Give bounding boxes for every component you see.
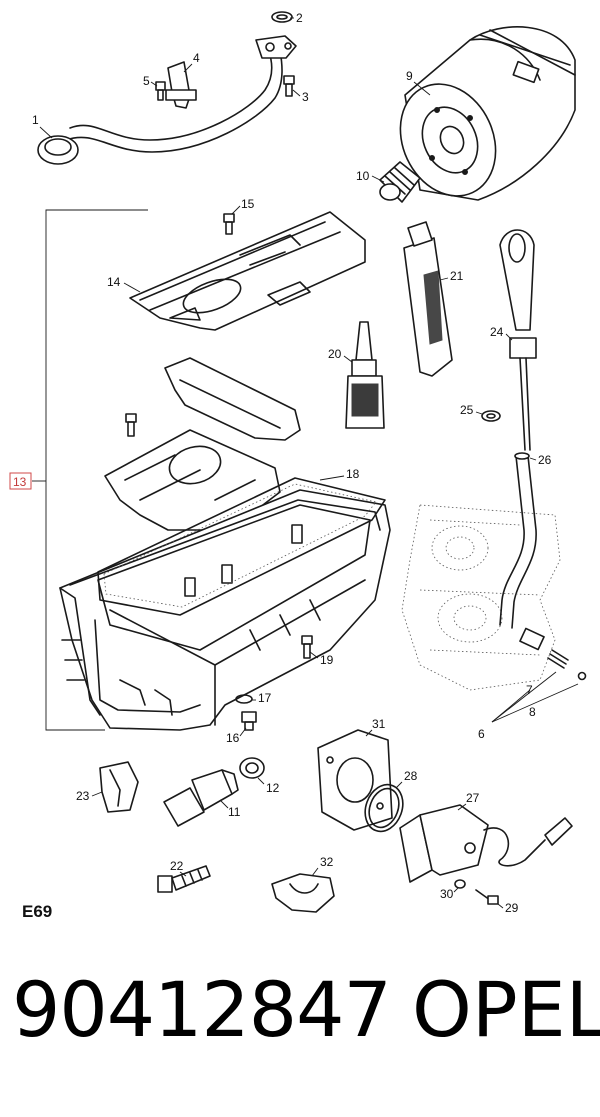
callout-16: 16 <box>226 731 240 745</box>
lower-baffle-plate <box>104 429 281 531</box>
part-9-oil-filter <box>399 26 576 201</box>
callout-8: 8 <box>529 705 536 719</box>
callout-15: 15 <box>241 197 255 211</box>
part-17-washer <box>235 694 253 704</box>
callout-18: 18 <box>346 467 360 481</box>
part-2-oring <box>271 11 293 23</box>
group-13-bracket <box>32 209 148 731</box>
callout-25: 25 <box>460 403 474 417</box>
part-25-oring <box>481 410 501 422</box>
part-29-bolt <box>475 889 499 905</box>
callout-19: 19 <box>320 653 334 667</box>
callout-12: 12 <box>266 781 280 795</box>
part-3-bolt <box>283 75 295 97</box>
callout-28: 28 <box>404 769 418 783</box>
callout-9: 9 <box>406 69 413 83</box>
part-21-sealant-tube <box>403 221 453 377</box>
callout-31: 31 <box>372 717 386 731</box>
part-32-clamp <box>271 873 335 913</box>
part-15-bolt <box>223 213 235 235</box>
part-24-dipstick <box>499 229 537 451</box>
callout-6: 6 <box>478 727 485 741</box>
callout-4: 4 <box>193 51 200 65</box>
callout-leaders-6-7-8 <box>491 671 579 723</box>
diagram-code-label: E69 <box>22 902 53 921</box>
callout-23: 23 <box>76 789 90 803</box>
part-8-ball <box>577 671 587 681</box>
callout-24: 24 <box>490 325 504 339</box>
part-28-oring <box>364 783 404 833</box>
exploded-parts-diagram: 1 2 3 4 5 6 7 8 9 10 11 12 13 14 15 16 1… <box>9 11 587 915</box>
callout-29: 29 <box>505 901 519 915</box>
callout-13-box <box>9 472 32 490</box>
part-31-gasket <box>317 729 393 831</box>
callout-32: 32 <box>320 855 334 869</box>
callout-14: 14 <box>107 275 121 289</box>
part-6-relief-valve <box>519 627 545 651</box>
part-14-baffle-plate <box>129 211 366 331</box>
small-bolt <box>125 413 137 437</box>
callout-20: 20 <box>328 347 342 361</box>
baffle-strip <box>164 357 301 441</box>
callout-27: 27 <box>466 791 480 805</box>
part-7-spring <box>547 649 569 669</box>
part-1-oil-pickup-pipe <box>37 35 297 165</box>
part-4-bracket <box>165 61 197 109</box>
callout-30: 30 <box>440 887 454 901</box>
engine-block-outline <box>401 504 561 691</box>
part-27-level-sensor <box>399 804 573 883</box>
part-16-drain-plug <box>241 711 257 731</box>
part-20-sealant-bottle <box>345 321 385 429</box>
callout-17: 17 <box>258 691 272 705</box>
callout-5: 5 <box>143 74 150 88</box>
part-5-bolt <box>155 81 166 101</box>
callout-2: 2 <box>296 11 303 25</box>
callout-7: 7 <box>526 683 533 697</box>
part-18-gasket <box>97 477 386 616</box>
callout-22: 22 <box>170 859 184 873</box>
part-30-washer <box>454 879 466 889</box>
callout-13: 13 <box>13 475 27 489</box>
part-22-bolt <box>157 865 211 893</box>
callout-21: 21 <box>450 269 464 283</box>
brand-name: OPEL <box>412 965 600 1054</box>
callout-3: 3 <box>302 90 309 104</box>
part-11-sensor <box>163 769 239 827</box>
part-number: 90412847 <box>12 965 392 1054</box>
callout-26: 26 <box>538 453 552 467</box>
part-10-threaded-nipple <box>379 161 421 203</box>
callout-labels: 1 2 3 4 5 6 7 8 9 10 11 12 13 14 15 16 1… <box>9 11 552 915</box>
part-23-clip <box>99 761 139 813</box>
callout-11: 11 <box>228 805 241 819</box>
part-12-washer <box>239 757 265 779</box>
callout-10: 10 <box>356 169 370 183</box>
part-26-dipstick-tube <box>499 452 537 629</box>
oil-pan <box>59 489 391 731</box>
callout-1: 1 <box>32 113 39 127</box>
part-19-bolt <box>301 635 313 659</box>
